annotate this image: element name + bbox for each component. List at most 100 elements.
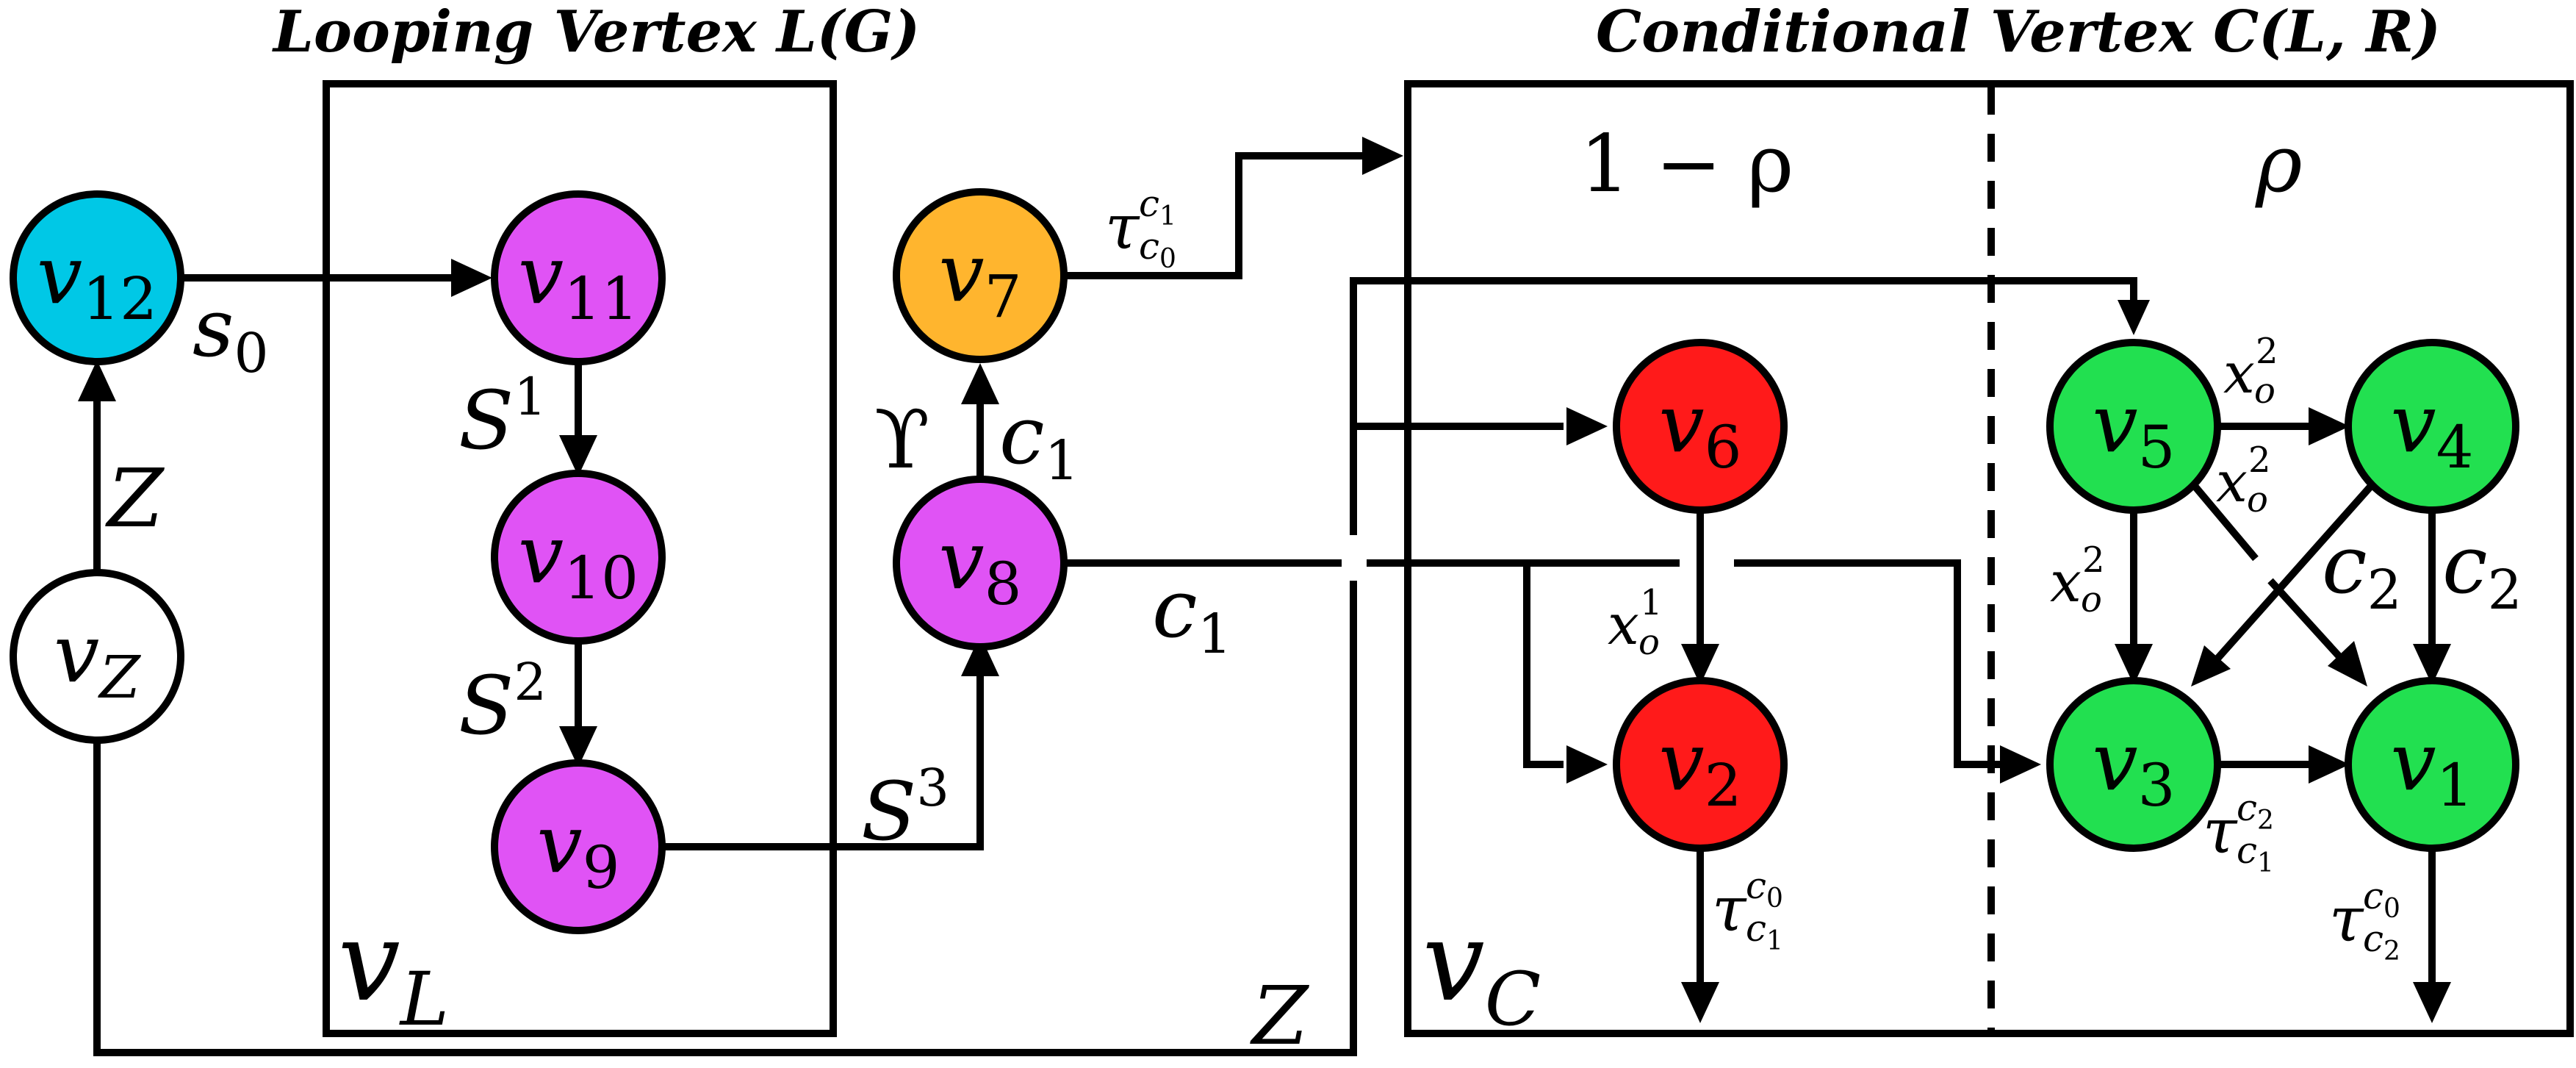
svg-text:o: o: [2254, 370, 2275, 412]
node-v7-label: v7: [938, 226, 1021, 331]
label-tau-v1: τ c 0 c 2: [2329, 875, 2400, 967]
arrowhead-v8: [961, 635, 999, 676]
svg-text:x: x: [1608, 592, 1639, 657]
node-v4-label: v4: [2390, 376, 2473, 481]
node-v8-circle: [893, 476, 1068, 651]
label-S1: S1: [458, 367, 547, 467]
node-vZ-circle: [10, 569, 184, 744]
node-v1-circle: [2345, 677, 2519, 852]
svg-text:x: x: [2223, 340, 2255, 406]
node-v12-label: v12: [37, 228, 157, 333]
node-v1: v1: [2345, 677, 2519, 852]
label-tau-v3: τ c 2 c 1: [2203, 786, 2274, 878]
label-xo1: x 1 o: [1608, 582, 1663, 663]
node-v1-label: v1: [2390, 714, 2473, 820]
node-v11-label: v11: [518, 228, 638, 333]
arrowhead-v2-top: [1681, 644, 1719, 685]
edge-branch-v2: [1523, 563, 1564, 768]
edge-v5-v1: [2191, 482, 2259, 562]
node-v10-label: v10: [518, 507, 638, 612]
arrowhead-v1-side: [2309, 745, 2350, 784]
svg-text:c: c: [1139, 225, 1159, 268]
arrowhead-v6: [1566, 407, 1608, 445]
svg-text:τ: τ: [2203, 795, 2238, 867]
arrowhead-v10: [559, 435, 597, 476]
label-S3: S3: [861, 758, 949, 859]
node-v7-circle: [893, 188, 1068, 363]
conditional-container-label: vC: [1422, 898, 1541, 1042]
node-v3-circle: [2046, 677, 2221, 852]
looping-vertex-title: Looping Vertex L(G): [272, 0, 920, 65]
looping-vertex-box: [323, 80, 837, 1037]
arrowhead-v3-side: [2000, 745, 2041, 784]
svg-text:τ: τ: [1105, 191, 1140, 263]
node-v10: v10: [491, 470, 666, 645]
edge-v5-v1b: [2267, 578, 2347, 664]
arrowhead-v2-side: [1566, 745, 1608, 784]
node-v3-label: v3: [2092, 714, 2175, 820]
arrowhead-v7: [961, 363, 999, 404]
svg-text:c: c: [2363, 875, 2383, 917]
node-v6-circle: [1613, 339, 1788, 514]
node-v5: v5: [2046, 339, 2221, 514]
arrowhead-v1-diag: [2328, 641, 2367, 687]
svg-text:2: 2: [2257, 806, 2274, 836]
svg-text:c: c: [2363, 917, 2383, 960]
node-v11: v11: [491, 190, 666, 365]
label-xo2-down: x 2 o: [2050, 540, 2105, 620]
label-c2-down: c2: [2442, 517, 2522, 622]
arrowhead-v3-top: [2115, 644, 2153, 685]
edge-split-vertical: [1350, 277, 2137, 535]
node-v2: v2: [1613, 677, 1788, 852]
node-v12-circle: [10, 190, 184, 365]
conditional-vertex-title: Conditional Vertex C(L, R): [1596, 0, 2441, 65]
node-v9-circle: [491, 759, 666, 934]
label-tau-v2: τ c 0 c 1: [1712, 864, 1783, 956]
arrowhead-v4: [2309, 407, 2350, 445]
looping-container-label: vL: [338, 898, 449, 1042]
label-upsilon: ϒ: [874, 393, 930, 487]
node-v4-circle: [2345, 339, 2519, 514]
node-v3: v3: [2046, 677, 2221, 852]
node-v2-circle: [1613, 677, 1788, 852]
node-v6: v6: [1613, 339, 1788, 514]
label-tau-v7: τ c 1 c 0: [1105, 182, 1176, 274]
svg-text:2: 2: [2248, 440, 2271, 481]
svg-text:c: c: [1746, 864, 1766, 907]
label-s0: s0: [193, 281, 269, 385]
svg-text:0: 0: [1159, 244, 1176, 274]
svg-text:c: c: [2237, 786, 2257, 829]
node-v9-label: v9: [536, 797, 619, 902]
edge-loop-bottom: [93, 581, 1357, 1056]
svg-text:o: o: [2081, 579, 2102, 620]
svg-text:τ: τ: [2329, 884, 2364, 956]
svg-text:2: 2: [2256, 331, 2278, 372]
svg-text:1: 1: [2257, 848, 2274, 878]
label-Z-up: Z: [105, 451, 165, 545]
label-c2-diag: c2: [2322, 517, 2402, 622]
arrowhead-v9: [559, 726, 597, 767]
node-v9: v9: [491, 759, 666, 934]
arrowheads-group: [78, 137, 2451, 1023]
edge-trunk-right: [1734, 559, 2004, 768]
svg-text:x: x: [2050, 549, 2082, 614]
svg-text:0: 0: [2383, 894, 2400, 924]
arrowhead-v11: [451, 259, 492, 297]
node-v11-circle: [491, 190, 666, 365]
edge-labels-group: s0 Z Z S1 S2 S3 ϒ c1 c1 τ c 1 c 0 τ c: [105, 182, 2522, 1063]
edge-v9-v8: [636, 659, 984, 850]
arrowhead-v5-top: [2118, 300, 2150, 335]
node-v10-circle: [491, 470, 666, 645]
node-v7: v7: [893, 188, 1068, 363]
label-Z-bottom: Z: [1250, 969, 1309, 1063]
node-v5-circle: [2046, 339, 2221, 514]
svg-text:c: c: [1746, 907, 1766, 950]
svg-text:τ: τ: [1712, 873, 1747, 945]
region-label-left: 1 − ρ: [1580, 118, 1794, 210]
svg-text:1: 1: [1766, 926, 1783, 956]
arrowhead-v1-out: [2413, 982, 2451, 1023]
conditional-vertex-box: [1404, 80, 2574, 1037]
label-S2: S2: [458, 652, 547, 753]
